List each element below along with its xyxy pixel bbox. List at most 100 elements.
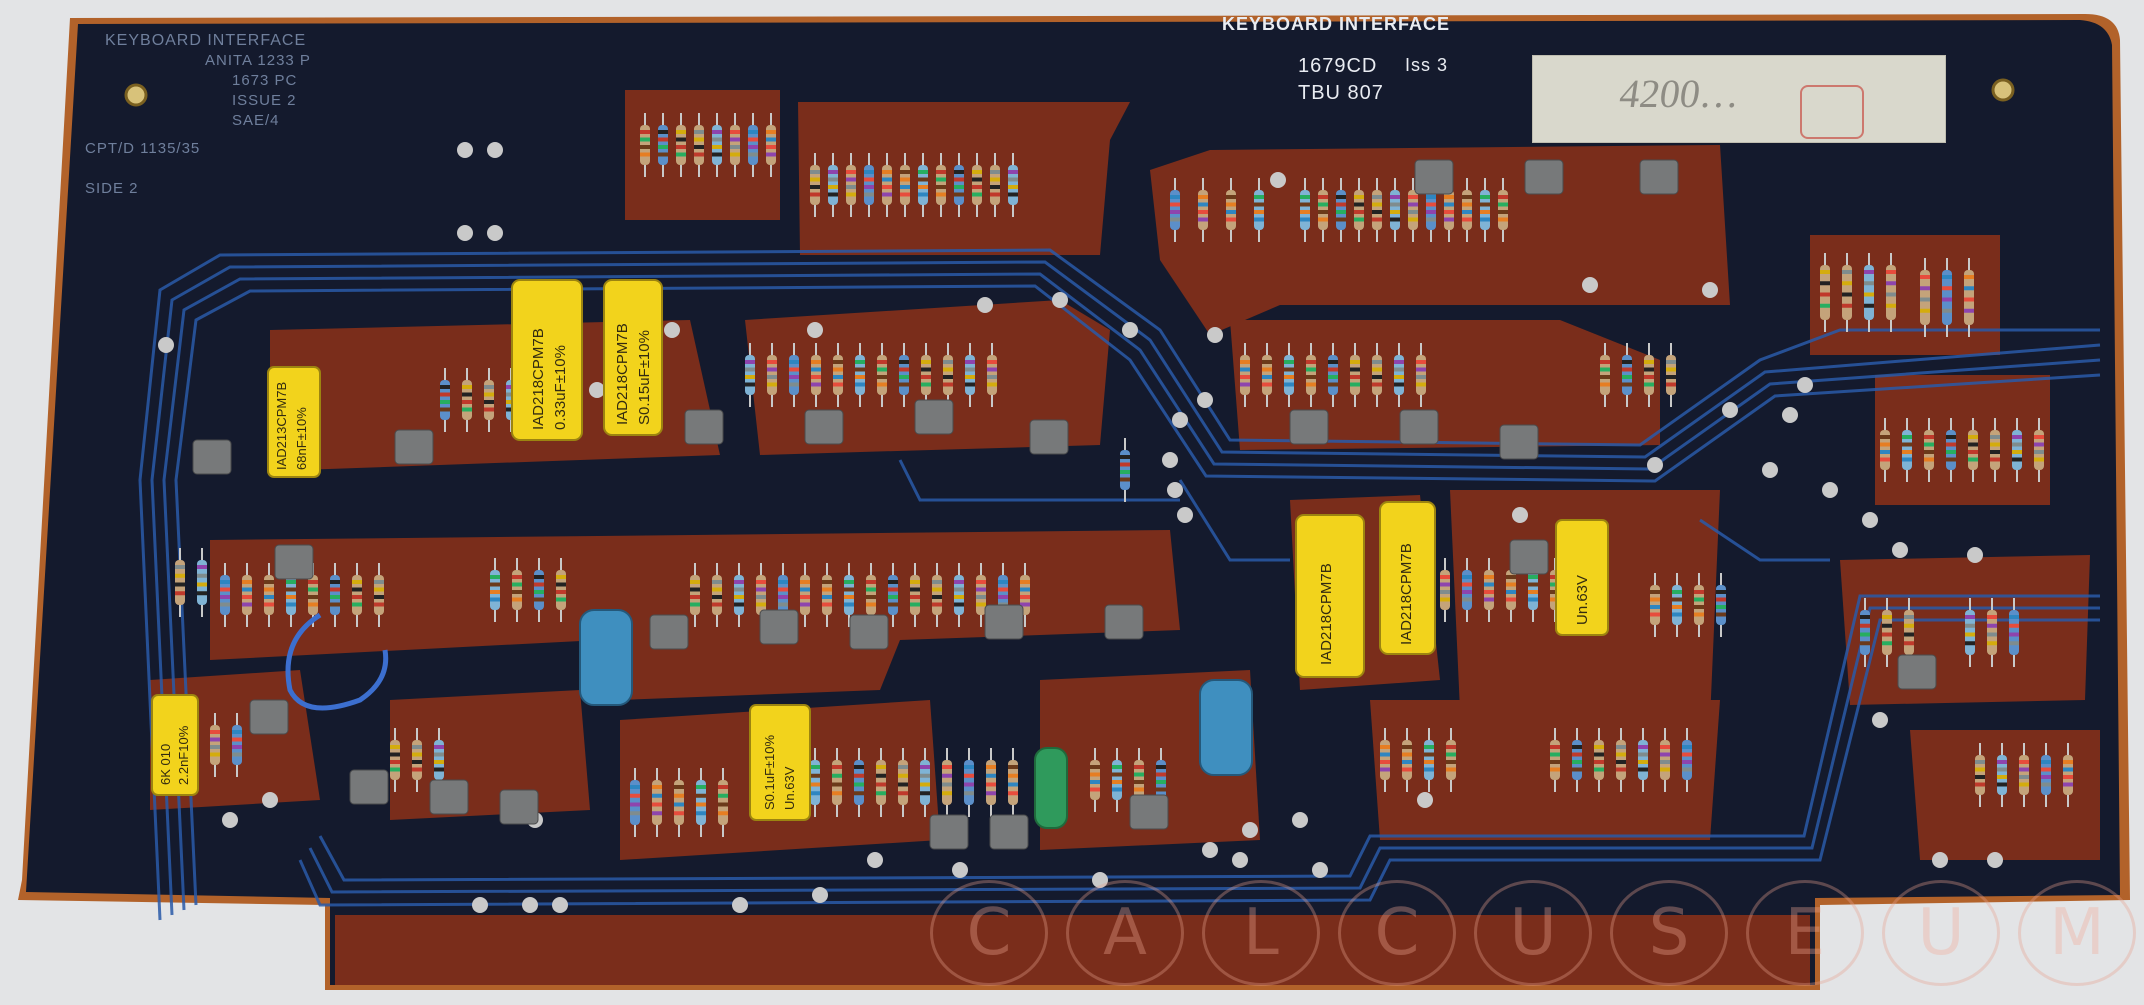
resistor xyxy=(1987,598,1997,667)
cap-marking-2b: S0.15uF±10% xyxy=(636,330,653,425)
resistor xyxy=(1090,748,1100,812)
inventory-sticker xyxy=(1532,55,1946,143)
resistor xyxy=(718,768,728,837)
resistor xyxy=(630,768,640,837)
resistor xyxy=(2041,743,2051,807)
issue-label: Iss 3 xyxy=(1405,55,1449,75)
mounting-hole-left xyxy=(124,83,148,107)
resistor xyxy=(766,113,776,177)
resistor xyxy=(1008,748,1018,817)
resistor xyxy=(1240,343,1250,407)
watermark-letter: U xyxy=(1882,880,2000,986)
resistor xyxy=(1666,343,1676,407)
resistor xyxy=(811,343,821,407)
resistor xyxy=(748,113,758,177)
resistor xyxy=(1416,343,1426,407)
resistor xyxy=(1965,598,1975,667)
resistor xyxy=(1672,573,1682,637)
resistor xyxy=(1886,253,1896,332)
cap-marking-8: 6K 010 xyxy=(158,743,173,785)
traces xyxy=(138,248,2101,921)
transistor xyxy=(1499,424,1539,460)
resistor xyxy=(490,558,500,622)
cap-marking-1: IAD218CPM7B xyxy=(530,328,547,430)
resistor xyxy=(1372,343,1382,407)
mounting-hole-right xyxy=(1991,78,2015,102)
transistor xyxy=(274,544,314,580)
resistor xyxy=(1336,178,1346,242)
left-silk-3: 1673 PC xyxy=(232,72,298,89)
solder-pad xyxy=(1872,712,1888,728)
resistor xyxy=(1550,728,1560,792)
resistor xyxy=(390,728,400,792)
resistor xyxy=(1306,343,1316,407)
resistor xyxy=(964,748,974,817)
jumper-wire xyxy=(285,612,389,711)
solder-pad xyxy=(1702,282,1718,298)
transistor xyxy=(499,789,539,825)
transistor xyxy=(1414,159,1454,195)
solder-pad xyxy=(472,897,488,913)
resistor xyxy=(932,563,942,627)
resistor xyxy=(1820,253,1830,332)
cap-marking-2: IAD218CPM7B xyxy=(614,323,631,425)
board-title: KEYBOARD INTERFACE xyxy=(1222,14,1451,34)
resistor xyxy=(864,153,874,217)
resistor xyxy=(1864,253,1874,332)
solder-pad xyxy=(487,142,503,158)
solder-pad xyxy=(222,812,238,828)
resistor xyxy=(833,343,843,407)
resistor xyxy=(918,153,928,217)
resistor xyxy=(1600,343,1610,407)
left-silk-7: SIDE 2 xyxy=(85,180,139,197)
cap-marking-5: IAD218CPM7B xyxy=(1398,543,1415,645)
solder-pad xyxy=(522,897,538,913)
resistor xyxy=(942,748,952,817)
watermark-letter: S xyxy=(1610,880,1728,986)
watermark-letter: A xyxy=(1066,880,1184,986)
solder-pad xyxy=(1202,842,1218,858)
resistor xyxy=(242,563,252,627)
solder-pad xyxy=(952,862,968,878)
resistor xyxy=(1694,573,1704,637)
cap-marking-8b: 2.2nF10% xyxy=(176,725,191,785)
resistor xyxy=(696,768,706,837)
solder-pad xyxy=(1932,852,1948,868)
resistor xyxy=(676,113,686,177)
solder-pad xyxy=(487,225,503,241)
resistor xyxy=(712,563,722,627)
resistor xyxy=(846,153,856,217)
board-code: TBU 807 xyxy=(1298,82,1384,104)
transistor xyxy=(989,814,1029,850)
left-silk-5: SAE/4 xyxy=(232,112,280,129)
resistor xyxy=(1594,728,1604,792)
transistor xyxy=(1897,654,1937,690)
solder-pad xyxy=(1270,172,1286,188)
transistor xyxy=(192,439,232,475)
transistor xyxy=(249,699,289,735)
resistor xyxy=(882,153,892,217)
transistor xyxy=(914,399,954,435)
resistor xyxy=(1446,728,1456,792)
transistor xyxy=(1509,539,1549,575)
solder-pad xyxy=(1722,402,1738,418)
solder-pad xyxy=(1417,792,1433,808)
resistor xyxy=(1424,728,1434,792)
solder-pad xyxy=(1647,457,1663,473)
resistor xyxy=(965,343,975,407)
watermark-letter: E xyxy=(1746,880,1864,986)
resistor xyxy=(1968,418,1978,482)
resistor xyxy=(1354,178,1364,242)
solder-pad xyxy=(732,897,748,913)
yellow-capacitors xyxy=(151,279,1609,821)
resistor xyxy=(855,343,865,407)
resistor xyxy=(412,728,422,792)
resistor xyxy=(674,768,684,837)
resistor xyxy=(1660,728,1670,792)
cap-marking-6: Un.63V xyxy=(1574,574,1591,625)
solder-pad xyxy=(1987,852,2003,868)
resistor xyxy=(1440,558,1450,622)
transistor xyxy=(849,614,889,650)
